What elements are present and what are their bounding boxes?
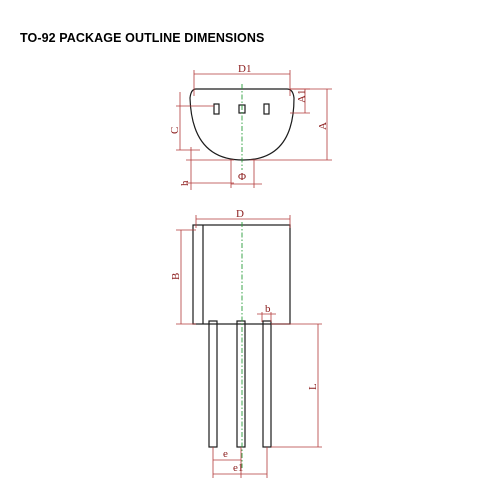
e-label: e <box>223 448 228 460</box>
diagram-title: TO-92 PACKAGE OUTLINE DIMENSIONS <box>20 31 265 45</box>
top-view-body-outline <box>189 88 295 161</box>
b-body-label: B <box>170 273 182 280</box>
c-label: C <box>169 127 181 134</box>
top-view: D1 A1 A C h Φ <box>169 63 332 190</box>
front-view-body <box>192 224 291 325</box>
b-lead-label: b <box>265 303 271 315</box>
a-label: A <box>317 122 329 130</box>
phi-label: Φ <box>238 171 246 183</box>
top-view-lead-right <box>263 103 270 115</box>
d1-label: D1 <box>238 63 251 75</box>
lead-right <box>262 320 272 448</box>
d-label: D <box>236 208 244 220</box>
lead-center <box>236 320 246 448</box>
lead-left <box>208 320 218 448</box>
front-view: D B b L e e1 <box>170 208 322 478</box>
a1-label: A1 <box>296 90 308 103</box>
top-view-lead-left <box>213 103 220 115</box>
h-label: h <box>179 180 191 186</box>
l-label: L <box>307 383 319 390</box>
e1-label: e1 <box>233 462 243 474</box>
